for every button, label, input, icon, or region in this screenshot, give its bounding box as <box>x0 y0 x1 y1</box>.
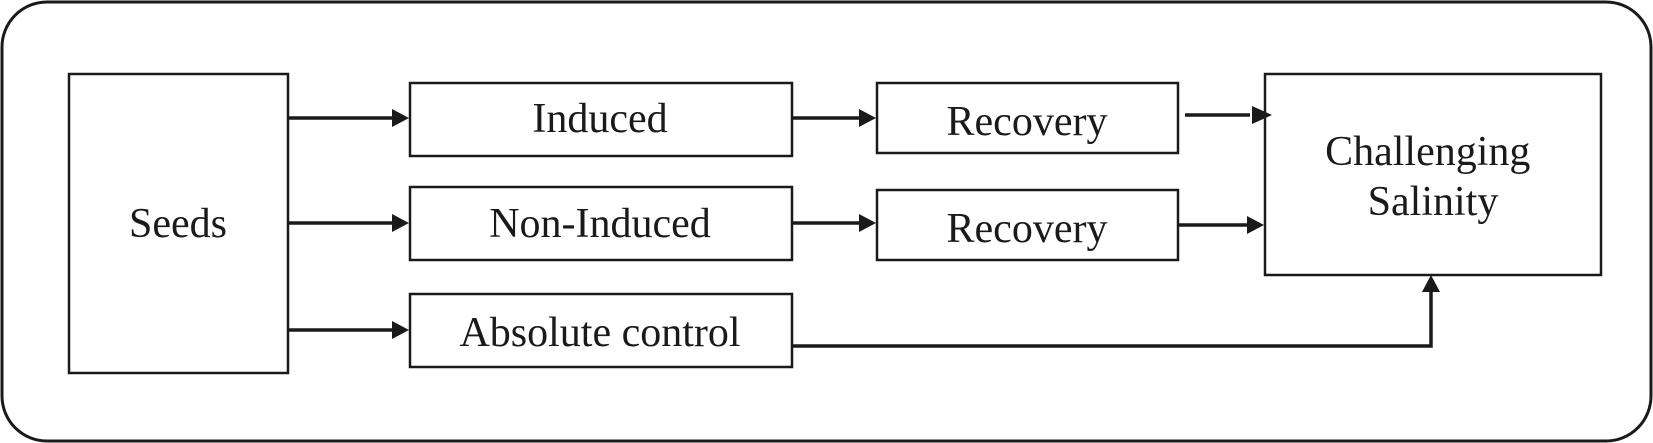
edge-absolute-control-to-challenging <box>792 275 1440 348</box>
arrowhead <box>1252 106 1272 124</box>
arrowhead <box>392 321 409 339</box>
edge-non-induced-to-recovery <box>792 214 876 232</box>
edge-seeds-to-induced <box>288 109 409 127</box>
node-recovery-1: Recovery <box>875 81 1180 155</box>
node-non-induced-box <box>408 185 794 262</box>
edge-seeds-to-non-induced <box>288 214 409 232</box>
node-absolute-control: Absolute control <box>408 292 794 369</box>
node-challenging-salinity-line1: Challenging <box>1325 129 1530 175</box>
node-recovery-2-box <box>875 188 1180 262</box>
node-non-induced-label: Non-Induced <box>489 201 711 247</box>
node-absolute-control-box <box>408 292 794 369</box>
arrowhead <box>859 109 876 127</box>
node-challenging-salinity: Challenging Salinity <box>1263 72 1603 277</box>
arrowhead <box>392 109 409 127</box>
edge-induced-to-recovery <box>792 109 876 127</box>
node-seeds: Seeds <box>67 72 290 375</box>
node-non-induced: Non-Induced <box>408 185 794 262</box>
node-challenging-salinity-label: Challenging Salinity <box>1325 129 1541 225</box>
arrowhead <box>1247 216 1264 234</box>
node-seeds-label: Seeds <box>129 201 227 247</box>
arrowhead <box>859 214 876 232</box>
edge-recovery-1-to-challenging <box>1185 106 1272 124</box>
arrowhead <box>1422 275 1440 292</box>
node-induced-box <box>408 81 794 158</box>
node-induced-label: Induced <box>532 96 667 142</box>
arrowhead <box>392 214 409 232</box>
node-recovery-1-label: Recovery <box>947 99 1108 145</box>
node-challenging-salinity-line2: Salinity <box>1368 179 1499 225</box>
node-absolute-control-label: Absolute control <box>459 310 740 356</box>
node-recovery-1-box <box>875 81 1180 155</box>
node-seeds-box <box>67 72 290 375</box>
edge-seeds-to-absolute-control <box>288 321 409 339</box>
node-recovery-2: Recovery <box>875 188 1180 262</box>
node-challenging-salinity-box <box>1263 72 1603 277</box>
node-induced: Induced <box>408 81 794 158</box>
edge-recovery-2-to-challenging <box>1178 216 1264 234</box>
node-recovery-2-label: Recovery <box>947 206 1108 252</box>
edge-absolute-control-to-challenging-line <box>792 290 1433 348</box>
